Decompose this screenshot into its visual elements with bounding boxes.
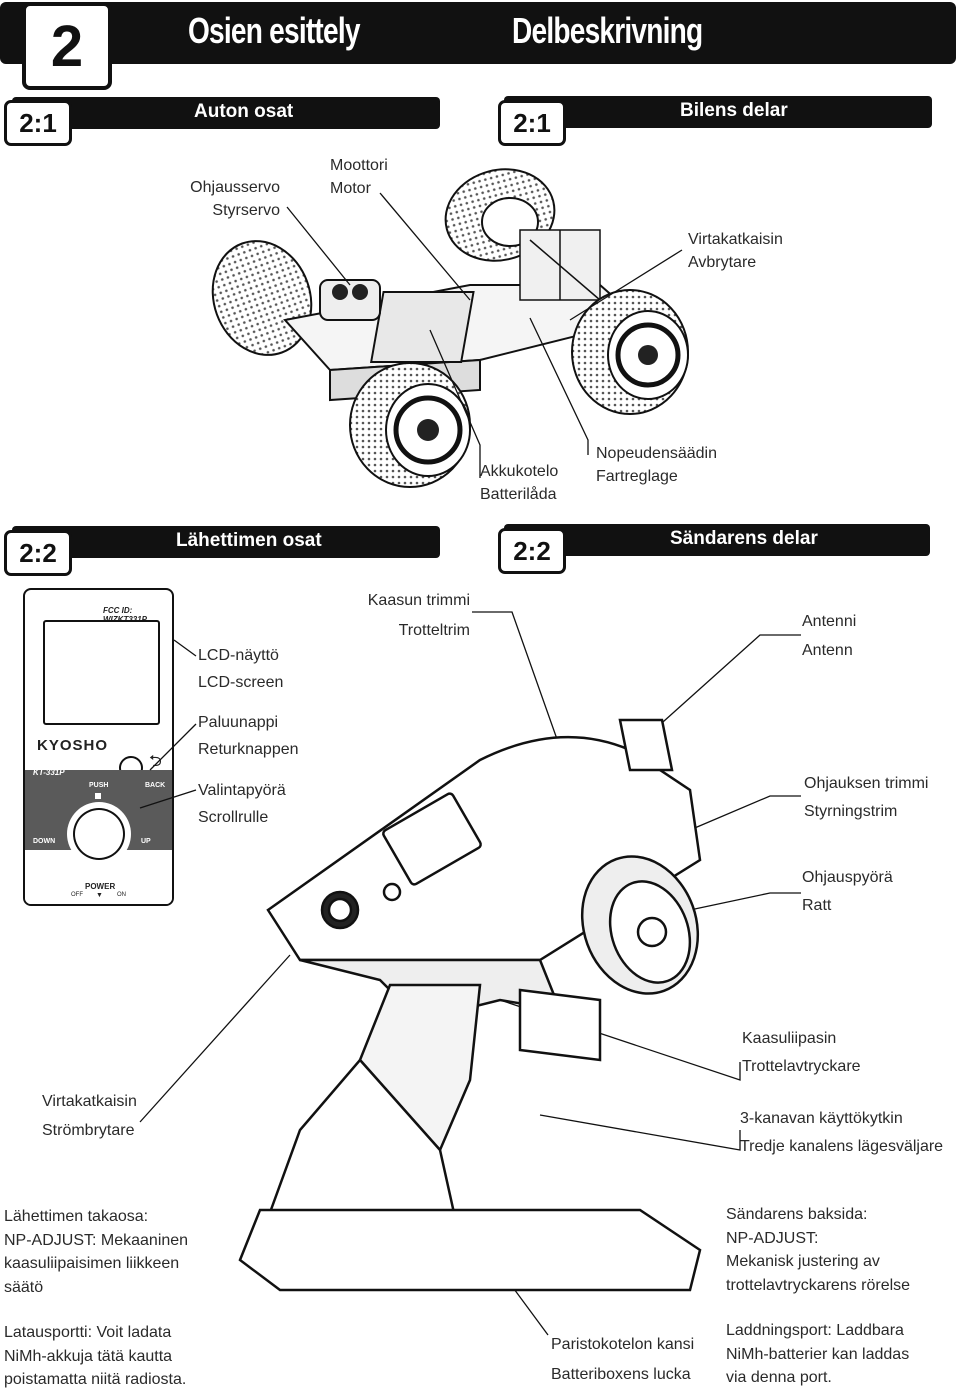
fcc-id: FCC ID: WIZKT331P <box>103 606 148 624</box>
section-2-1-tag-fi: 2:1 <box>4 100 72 146</box>
header-bar <box>0 2 956 64</box>
down-label: DOWN <box>33 838 56 845</box>
note-back-sv: Sändarens baksida: NP-ADJUST: Mekanisk j… <box>726 1206 911 1294</box>
section-2-1-tag-sv: 2:1 <box>498 100 566 146</box>
car-leader-lines <box>286 192 683 478</box>
section-2-2-tag-sv: 2:2 <box>498 528 566 574</box>
push-label: PUSH <box>89 782 109 789</box>
section-2-1-title-sv: Bilens delar <box>680 100 788 121</box>
section-2-2-title-sv: Sändarens delar <box>670 528 818 549</box>
on-label: ON <box>117 892 126 898</box>
page-title-sv: Delbeskrivning <box>512 10 703 51</box>
brand-logo: KYOSHO <box>37 737 109 754</box>
power-pointer-icon: ▼ <box>96 892 103 899</box>
wheel-front-right <box>571 289 689 415</box>
page-title-fi: Osien esittely <box>188 10 360 51</box>
power-area: POWER OFF ▼ ON <box>25 880 172 904</box>
note-charge-fi: Latausportti: Voit ladata NiMh-akkuja tä… <box>4 1324 187 1388</box>
section-2-2-title-fi: Lähettimen osat <box>176 530 322 551</box>
section-2-2-bar-fi: Lähettimen osat <box>12 526 440 558</box>
section-number-box: 2 <box>22 2 112 90</box>
wheel-front-left <box>349 362 471 488</box>
power-label: POWER <box>85 882 116 891</box>
section-2-2-bar-sv: Sändarens delar <box>504 524 930 556</box>
note-charge-sv: Laddningsport: Laddbara NiMh-batterier k… <box>726 1322 910 1386</box>
back-arrow-icon: ⮌ <box>149 753 162 770</box>
control-area: KT-331P PUSH BACK DOWN UP <box>25 768 172 866</box>
section-number: 2 <box>50 14 84 79</box>
transmitter-panel: FCC ID: WIZKT331P KYOSHO ⮌ KT-331P PUSH … <box>23 588 174 906</box>
section-2-2-tag-fi: 2:2 <box>4 530 72 576</box>
section-2-1-title-fi: Auton osat <box>194 101 294 122</box>
section-2-1-bar-fi: Auton osat <box>12 97 440 129</box>
back-label: BACK <box>145 782 166 789</box>
section-2-1-bar-sv: Bilens delar <box>504 96 932 128</box>
note-back-fi: Lähettimen takaosa: NP-ADJUST: Mekaanine… <box>4 1208 189 1296</box>
wheel-rear-left <box>211 240 313 356</box>
lcd-screen <box>43 620 160 725</box>
up-label: UP <box>141 838 151 845</box>
off-label: OFF <box>71 892 83 898</box>
car-chassis <box>283 229 643 402</box>
model-name: KT-331P <box>33 768 65 777</box>
scroll-wheel[interactable] <box>67 802 131 866</box>
transmitter-body <box>238 718 702 1292</box>
push-square-icon <box>95 793 101 799</box>
